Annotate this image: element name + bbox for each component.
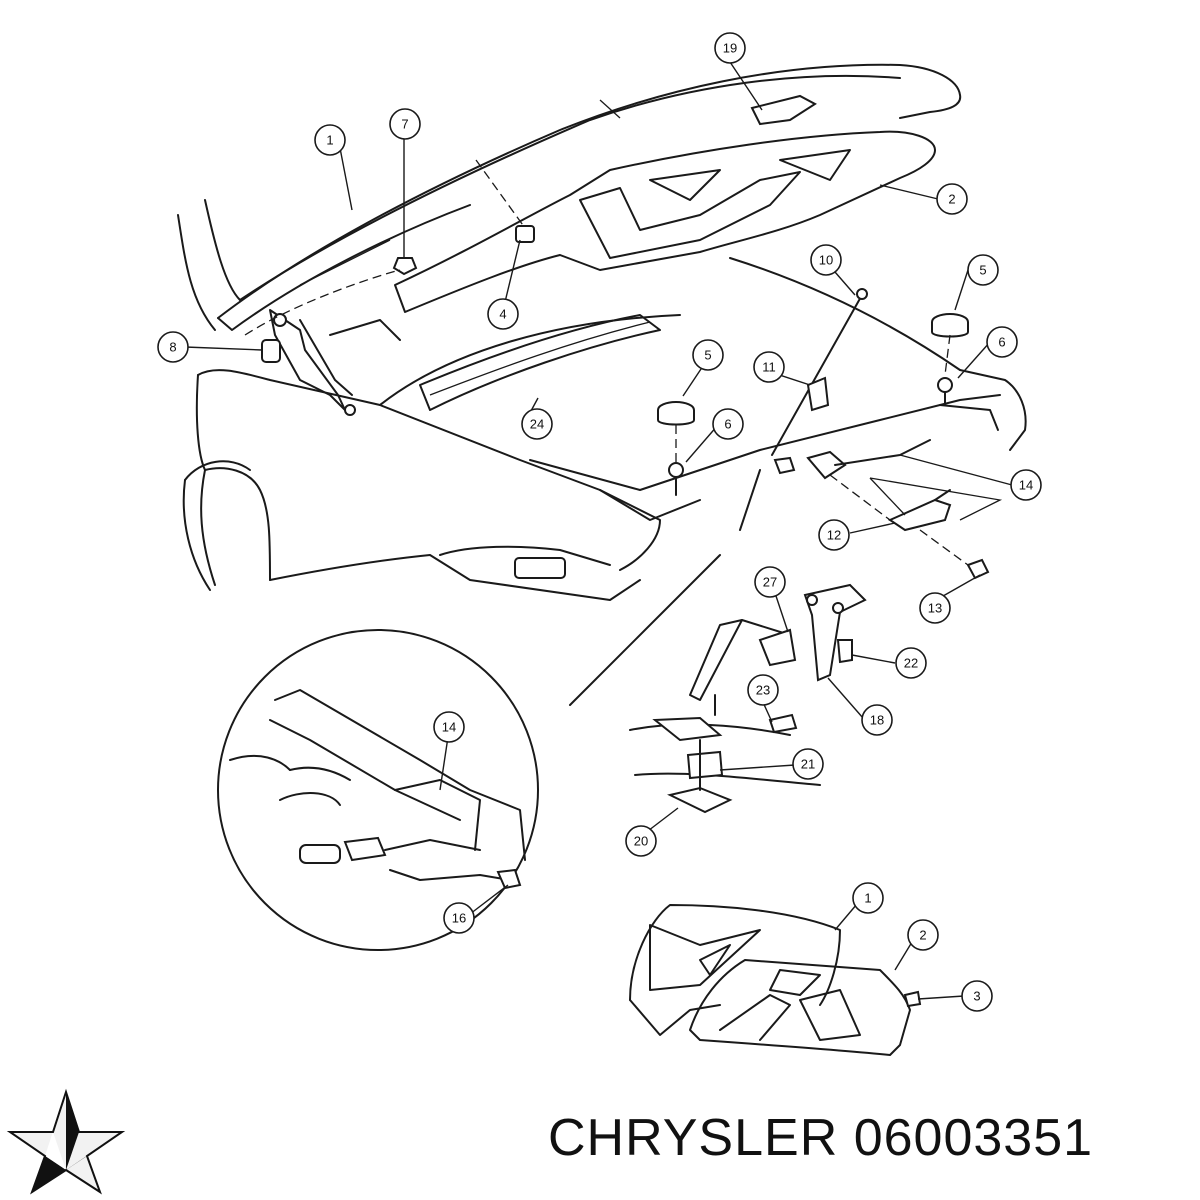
part-number: 06003351 bbox=[853, 1109, 1094, 1167]
callout-1: 1 bbox=[314, 124, 346, 156]
callout-7: 7 bbox=[389, 108, 421, 140]
prop-rod bbox=[739, 288, 868, 531]
callout-13: 13 bbox=[919, 592, 951, 624]
svg-text:13: 13 bbox=[928, 601, 942, 616]
svg-text:14: 14 bbox=[1019, 478, 1033, 493]
hood-clip-4 bbox=[515, 225, 535, 243]
callout-20: 20 bbox=[625, 825, 657, 857]
callout-2: 2 bbox=[936, 183, 968, 215]
hood-bracket-19 bbox=[750, 94, 817, 126]
svg-text:21: 21 bbox=[801, 757, 815, 772]
clip-11 bbox=[806, 376, 830, 412]
callout-6-left: 6 bbox=[712, 408, 744, 440]
svg-text:4: 4 bbox=[499, 307, 506, 322]
callout-18: 18 bbox=[861, 704, 893, 736]
svg-text:22: 22 bbox=[904, 656, 918, 671]
svg-text:5: 5 bbox=[979, 263, 986, 278]
svg-text:5: 5 bbox=[704, 348, 711, 363]
svg-text:19: 19 bbox=[723, 41, 737, 56]
callout-10: 10 bbox=[810, 244, 842, 276]
part-caption: CHRYSLER 06003351 bbox=[548, 1108, 1093, 1168]
callout-21: 21 bbox=[792, 748, 824, 780]
svg-text:14: 14 bbox=[442, 720, 456, 735]
callout-12: 12 bbox=[818, 519, 850, 551]
hood-release-assembly bbox=[629, 583, 867, 814]
hood-hinge bbox=[261, 309, 401, 416]
detail-circle bbox=[217, 554, 721, 951]
bumpers-5-6 bbox=[657, 313, 969, 496]
callout-1-inset: 1 bbox=[852, 882, 884, 914]
svg-text:24: 24 bbox=[530, 417, 544, 432]
callout-27: 27 bbox=[754, 566, 786, 598]
svg-text:20: 20 bbox=[634, 834, 648, 849]
hood-insulator-inset bbox=[629, 904, 922, 1056]
svg-text:7: 7 bbox=[401, 117, 408, 132]
callout-14-top: 14 bbox=[1010, 469, 1042, 501]
assembly-lines bbox=[244, 159, 951, 462]
callout-2-inset: 2 bbox=[907, 919, 939, 951]
svg-text:1: 1 bbox=[864, 891, 871, 906]
cowl-and-radiator-support bbox=[379, 257, 1027, 521]
callout-8: 8 bbox=[157, 331, 189, 363]
callout-14-detail: 14 bbox=[433, 711, 465, 743]
svg-text:18: 18 bbox=[870, 713, 884, 728]
callout-5-right: 5 bbox=[967, 254, 999, 286]
callout-16: 16 bbox=[443, 902, 475, 934]
windshield-edge bbox=[177, 199, 241, 331]
brand-name: CHRYSLER bbox=[548, 1109, 839, 1167]
callout-5-left: 5 bbox=[692, 339, 724, 371]
callout-23: 23 bbox=[747, 674, 779, 706]
svg-text:3: 3 bbox=[973, 989, 980, 1004]
svg-text:12: 12 bbox=[827, 528, 841, 543]
svg-text:23: 23 bbox=[756, 683, 770, 698]
hood-panel bbox=[217, 63, 962, 331]
callout-11: 11 bbox=[753, 351, 785, 383]
svg-text:6: 6 bbox=[998, 335, 1005, 350]
hood-insulator bbox=[394, 130, 936, 313]
callout-19: 19 bbox=[714, 32, 746, 64]
fender bbox=[182, 369, 661, 601]
svg-text:1: 1 bbox=[326, 133, 333, 148]
svg-text:8: 8 bbox=[169, 340, 176, 355]
callout-24: 24 bbox=[521, 408, 553, 440]
svg-text:6: 6 bbox=[724, 417, 731, 432]
hood-bumper-clip-7 bbox=[392, 257, 418, 276]
svg-text:2: 2 bbox=[919, 928, 926, 943]
svg-text:27: 27 bbox=[763, 575, 777, 590]
callout-22: 22 bbox=[895, 647, 927, 679]
svg-text:16: 16 bbox=[452, 911, 466, 926]
hood-seal-24 bbox=[419, 314, 661, 411]
callout-6-right: 6 bbox=[986, 326, 1018, 358]
latch-assembly-12-14 bbox=[773, 439, 1003, 580]
callout-4: 4 bbox=[487, 298, 519, 330]
chrysler-pentastar-icon bbox=[6, 1088, 126, 1195]
svg-text:11: 11 bbox=[762, 360, 776, 375]
svg-text:10: 10 bbox=[819, 253, 833, 268]
callout-3: 3 bbox=[961, 980, 993, 1012]
svg-text:2: 2 bbox=[948, 192, 955, 207]
